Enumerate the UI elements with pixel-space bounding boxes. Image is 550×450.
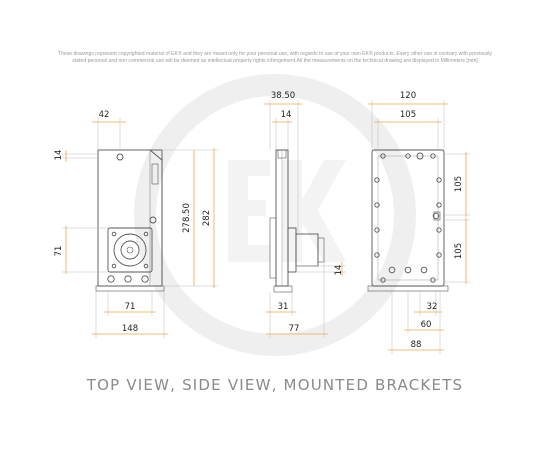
brackets-dim-105-lower: 105	[454, 243, 464, 259]
top-view-dim-148: 148	[122, 324, 138, 334]
side-view-dim-31: 31	[278, 302, 289, 312]
top-view-dim-278-50: 278.50	[182, 203, 192, 233]
top-view-dimension-lines	[62, 118, 218, 338]
brackets-dim-32: 32	[427, 302, 438, 312]
top-view-dim-14: 14	[54, 150, 64, 161]
brackets-view-dimension-labels: 120 105 105 105 32 60 88	[400, 91, 464, 350]
side-view-dim-77: 77	[289, 324, 300, 334]
top-view-dim-71-bottom: 71	[125, 302, 136, 312]
top-view-drawing	[95, 149, 165, 292]
brackets-view-dimension-lines	[368, 100, 470, 354]
brackets-dim-120: 120	[400, 91, 416, 101]
side-view-dim-14-top: 14	[281, 110, 292, 120]
ek-watermark-logo	[134, 74, 416, 356]
disclaimer-line-2: stated personal and non commercial use w…	[72, 58, 478, 64]
brackets-dim-60: 60	[421, 320, 432, 330]
top-view-dimension-labels: 42 14 71 278.50 282 71 148	[54, 110, 212, 334]
drawing-caption: TOP VIEW, SIDE VIEW, MOUNTED BRACKETS	[86, 376, 464, 394]
side-view-dimension-lines	[264, 100, 346, 338]
brackets-dim-88: 88	[411, 340, 422, 350]
top-view-dim-42: 42	[99, 110, 110, 120]
disclaimer-line-1: These drawings represent copyrighted mat…	[57, 51, 493, 57]
brackets-dim-105-top: 105	[400, 110, 416, 120]
side-view-dim-14-right: 14	[334, 265, 344, 276]
brackets-dim-105-upper: 105	[454, 176, 464, 192]
side-view-dim-38-50: 38.50	[271, 91, 295, 101]
top-view-dim-71-left: 71	[54, 246, 64, 257]
ek-watermark-letters	[228, 160, 346, 262]
side-view-dimension-labels: 38.50 14 14 31 77	[271, 91, 344, 334]
top-view-dim-282: 282	[202, 210, 212, 226]
copyright-disclaimer: These drawings represent copyrighted mat…	[20, 51, 530, 65]
